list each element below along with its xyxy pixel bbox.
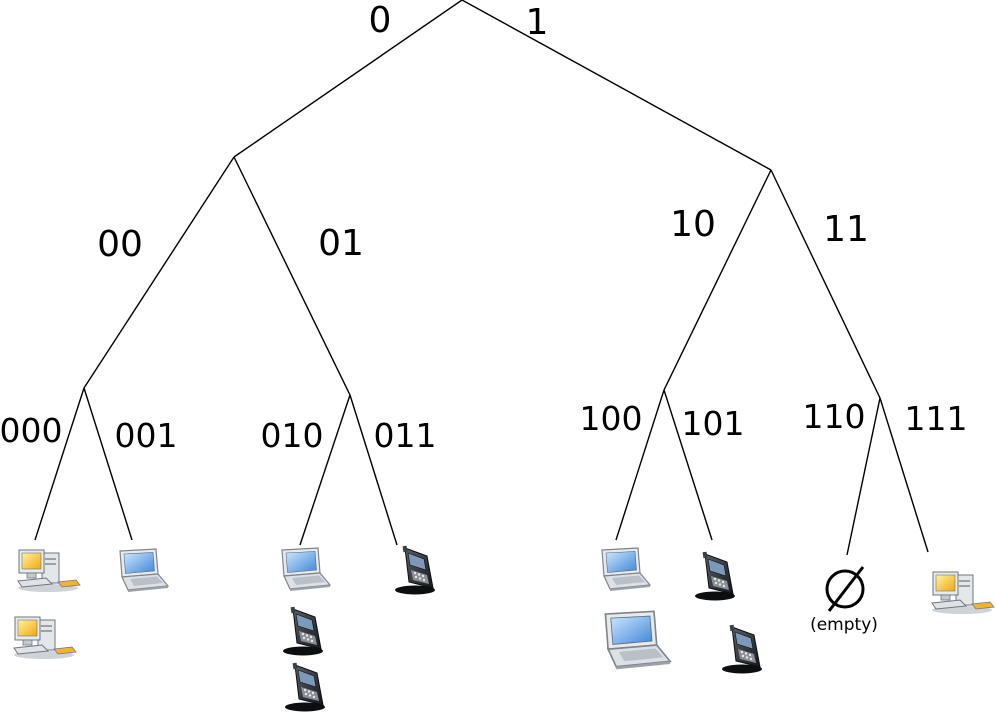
edge-0-00 [83,156,235,389]
edge-label-100: 100 [580,399,643,438]
edge-label-001: 001 [115,416,178,455]
empty-set-icon [825,569,865,609]
desktop-computer-icon [13,616,77,660]
edge-label-1: 1 [526,2,549,43]
edge-label-010: 010 [261,416,324,455]
edge-label-00: 00 [97,224,143,265]
tree-edges [34,0,929,556]
edge-1-11 [770,169,881,399]
leaf-100-devices [601,547,672,671]
mobile-phone-icon [694,551,736,601]
edge-00-001 [83,387,133,541]
leaf-011-devices [394,545,436,595]
edge-label-10: 10 [670,204,716,245]
edge-label-111: 111 [905,399,968,438]
leaf-000-devices [13,549,81,660]
empty-set-slash [827,566,865,612]
edge-label-110: 110 [803,397,866,436]
edge-root-0 [233,0,463,158]
mobile-phone-icon [282,606,324,656]
laptop-icon [601,547,651,592]
edge-label-01: 01 [318,223,364,264]
desktop-computer-icon [931,571,995,615]
edge-01-010 [299,394,351,546]
edge-label-011: 011 [374,416,437,455]
edge-1-10 [663,169,772,391]
edge-01-011 [349,394,398,546]
laptop-icon [604,610,672,671]
leaf-001-devices [119,548,169,593]
edge-label-000: 000 [0,411,63,450]
edge-root-1 [461,0,772,171]
edge-10-100 [615,389,665,541]
mobile-phone-icon [721,624,763,674]
edge-00-000 [34,387,85,541]
laptop-icon [281,547,331,592]
mobile-phone-icon [284,662,326,712]
edge-0-01 [233,156,351,396]
leaf-101-devices [694,551,763,674]
edge-10-101 [663,389,713,541]
edge-label-11: 11 [823,209,869,250]
leaf-111-devices [931,571,995,615]
empty-label: (empty) [810,615,878,635]
leaf-110-empty: (empty) [810,566,878,635]
laptop-icon [119,548,169,593]
edge-11-111 [879,397,929,553]
edge-label-0: 0 [369,0,392,41]
edge-label-101: 101 [682,404,745,443]
leaf-010-devices [281,547,331,712]
edge-11-110 [846,397,881,556]
mobile-phone-icon [394,545,436,595]
desktop-computer-icon [17,549,81,593]
